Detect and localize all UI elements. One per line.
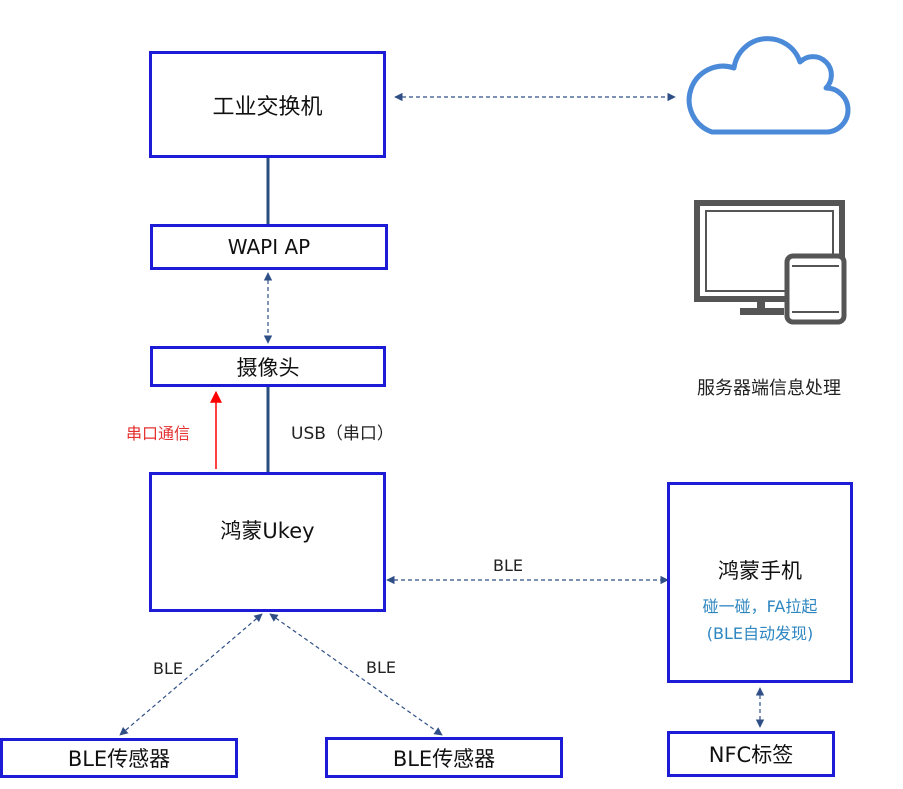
nfc-tag-label: NFC标签 — [708, 743, 794, 767]
link-ukey-to-left-sensor — [119, 613, 263, 736]
camera-box: 摄像头 — [150, 346, 386, 387]
industrial-switch-box: 工业交换机 — [149, 51, 386, 158]
ble-ukey-phone-label: BLE — [493, 556, 523, 575]
hongmeng-ukey-label: 鸿蒙Ukey — [220, 519, 315, 543]
link-ukey-to-right-sensor — [269, 613, 443, 736]
hongmeng-phone-box: 鸿蒙手机 碰一碰，FA拉起 (BLE自动发现) — [667, 482, 853, 683]
nfc-tag-box: NFC标签 — [667, 731, 835, 777]
server-side-label: 服务器端信息处理 — [697, 378, 841, 399]
ble-sensor-left-box: BLE传感器 — [0, 738, 238, 778]
industrial-switch-label: 工业交换机 — [212, 94, 323, 120]
ble-sensor-right-label: BLE传感器 — [392, 746, 496, 771]
hongmeng-ukey-box: 鸿蒙Ukey — [149, 472, 386, 612]
phone-note-tap: 碰一碰，FA拉起 — [702, 597, 818, 616]
ble-sensor-right-box: BLE传感器 — [325, 737, 563, 778]
usb-serial-label: USB（串口） — [291, 424, 394, 444]
monitor-phone-icon — [694, 200, 847, 325]
serial-comm-label: 串口通信 — [126, 424, 191, 443]
phone-note-ble-discovery: (BLE自动发现) — [706, 624, 814, 643]
wapi-ap-label: WAPI AP — [227, 235, 311, 259]
hongmeng-phone-label: 鸿蒙手机 — [718, 559, 802, 583]
ble-sensor-left-label: BLE传感器 — [67, 747, 171, 771]
ble-right-label: BLE — [366, 658, 396, 677]
wapi-ap-box: WAPI AP — [150, 224, 388, 270]
camera-label: 摄像头 — [236, 355, 300, 380]
cloud-icon — [686, 36, 851, 135]
ble-left-label: BLE — [153, 659, 183, 678]
